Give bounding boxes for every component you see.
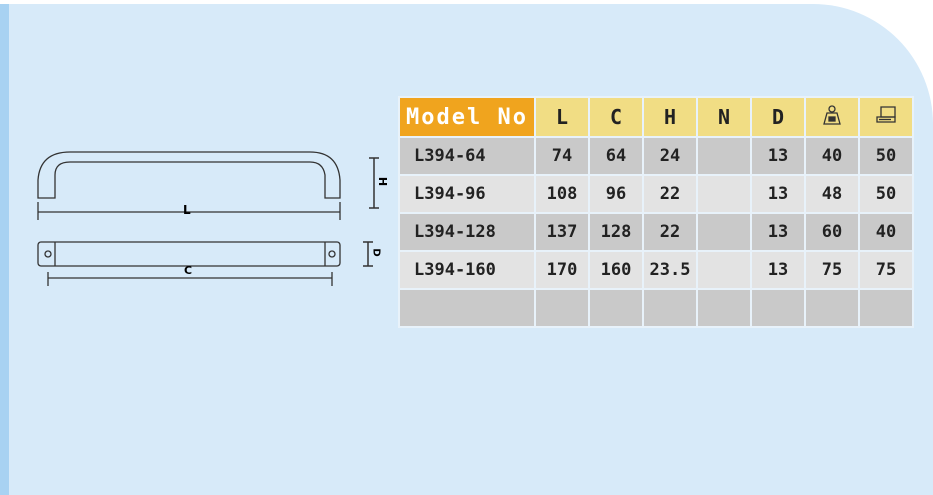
- box-icon: [858, 96, 914, 138]
- header-model: Model No: [398, 96, 536, 138]
- model-cell: [398, 288, 536, 328]
- cell: 64: [588, 136, 644, 176]
- cell: 13: [750, 136, 806, 176]
- header-n: N: [696, 96, 752, 138]
- model-cell: L394-64: [398, 136, 536, 176]
- cell: 160: [588, 250, 644, 290]
- cell: 40: [804, 136, 860, 176]
- cell: 96: [588, 174, 644, 214]
- cell: [696, 174, 752, 214]
- cell: [534, 288, 590, 328]
- cell: [696, 250, 752, 290]
- cell: 75: [858, 250, 914, 290]
- label-l: L: [183, 203, 191, 217]
- cell: 40: [858, 212, 914, 252]
- handle-drawing: [37, 151, 341, 286]
- header-c: C: [588, 96, 644, 138]
- cell: 128: [588, 212, 644, 252]
- label-c: C: [184, 264, 193, 277]
- cell: 137: [534, 212, 590, 252]
- model-cell: L394-96: [398, 174, 536, 214]
- cell: 75: [804, 250, 860, 290]
- cell: [588, 288, 644, 328]
- cell: 108: [534, 174, 590, 214]
- cell: 13: [750, 250, 806, 290]
- left-strip: [0, 4, 9, 495]
- cell: 22: [642, 174, 698, 214]
- model-cell: L394-160: [398, 250, 536, 290]
- cell: 170: [534, 250, 590, 290]
- cell: 24: [642, 136, 698, 176]
- cell: 74: [534, 136, 590, 176]
- cell: [696, 288, 752, 328]
- table-row: [398, 288, 914, 328]
- cell: [696, 136, 752, 176]
- cell: 13: [750, 212, 806, 252]
- cell: [804, 288, 860, 328]
- label-h: H: [376, 176, 390, 187]
- model-cell: L394-128: [398, 212, 536, 252]
- header-d: D: [750, 96, 806, 138]
- header-h: H: [642, 96, 698, 138]
- dimension-marks: [363, 157, 379, 267]
- cell: [750, 288, 806, 328]
- cell: 48: [804, 174, 860, 214]
- cell: [642, 288, 698, 328]
- cell: [696, 212, 752, 252]
- weight-icon: [804, 96, 860, 138]
- cell: 23.5: [642, 250, 698, 290]
- label-d: D: [370, 248, 382, 257]
- cell: 13: [750, 174, 806, 214]
- header-row: Model No L C H N D: [398, 96, 914, 138]
- cell: 22: [642, 212, 698, 252]
- cell: 50: [858, 136, 914, 176]
- cell: 60: [804, 212, 860, 252]
- header-l: L: [534, 96, 590, 138]
- cell: [858, 288, 914, 328]
- cell: 50: [858, 174, 914, 214]
